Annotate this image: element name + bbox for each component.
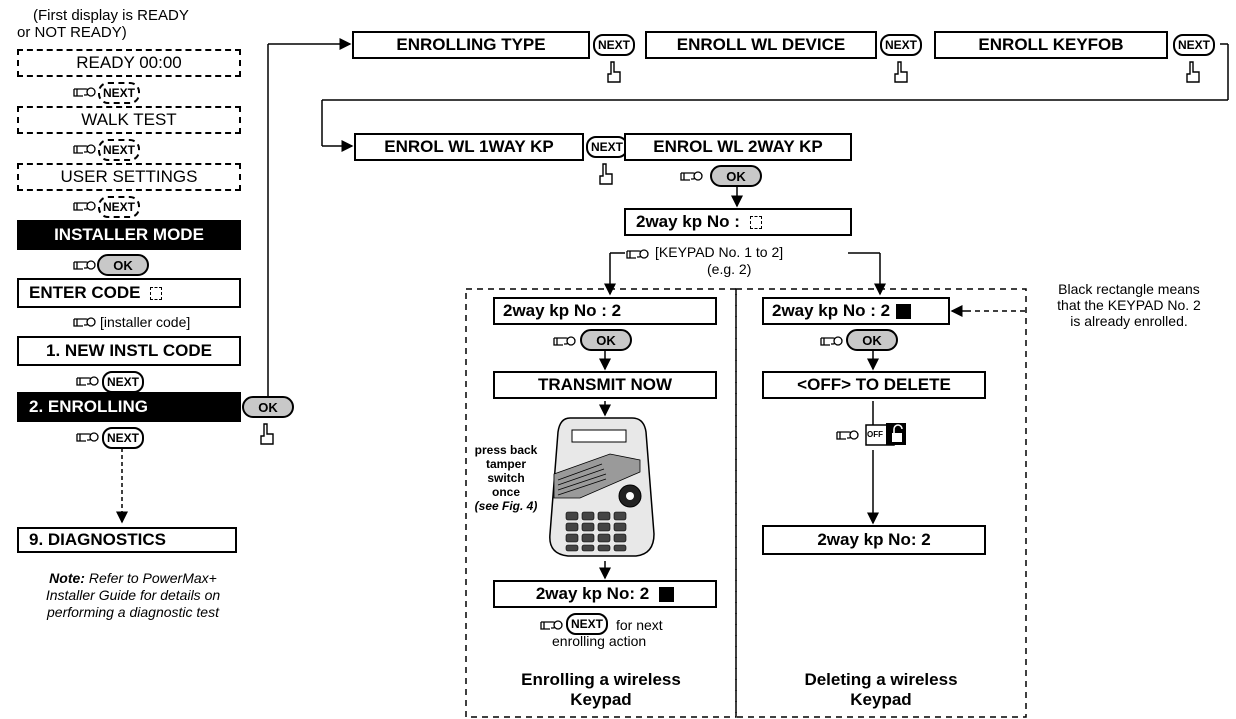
pointing-hand-icon (836, 427, 860, 448)
note-text: Refer to PowerMax+ (88, 570, 217, 586)
enroll-result-display: 2way kp No: 2 (493, 580, 717, 608)
enrolling-type-display: ENROLLING TYPE (352, 31, 590, 59)
kp-prompt-label: 2way kp No : (636, 212, 740, 231)
enrolled-indicator-icon (659, 586, 675, 602)
cursor-icon (749, 215, 762, 229)
off-button-label: OFF (867, 430, 883, 439)
enroll-panel-title-line-1: Enrolling a wireless (521, 670, 681, 689)
example-hint: (e.g. 2) (707, 261, 752, 277)
enroll-result-label: 2way kp No: 2 (535, 584, 650, 603)
walk-test-display: WALK TEST (17, 106, 241, 134)
pressing-finger-icon (892, 60, 910, 91)
enrolled-indicator-icon (896, 303, 912, 319)
keypad-range-hint: [KEYPAD No. 1 to 2] (655, 244, 784, 260)
pointing-hand-icon (680, 168, 704, 189)
next-action-line-2: enrolling action (552, 633, 647, 649)
pressing-finger-icon (597, 162, 615, 193)
ok-button[interactable]: OK (580, 329, 632, 351)
delete-panel-title-line-2: Keypad (850, 690, 912, 709)
cursor-icon (150, 286, 163, 300)
pointing-hand-icon (553, 333, 577, 354)
diagnostics-display: 9. DIAGNOSTICS (17, 527, 237, 553)
next-button[interactable]: NEXT (98, 196, 141, 218)
diagnostics-note-line-2: Installer Guide for details on (45, 587, 221, 603)
diagnostics-note-line-3: performing a diagnostic test (47, 604, 219, 620)
next-button[interactable]: NEXT (98, 139, 141, 161)
intro-line-2: or NOT READY) (17, 24, 127, 41)
next-button[interactable]: NEXT (593, 34, 636, 56)
new-instl-code-display: 1. NEW INSTL CODE (17, 336, 241, 366)
next-button[interactable]: NEXT (1173, 34, 1216, 56)
enter-code-label: ENTER CODE (29, 283, 141, 302)
installer-code-hint: [installer code] (100, 314, 191, 330)
enrol-2way-kp-display: ENROL WL 2WAY KP (624, 133, 852, 161)
see-fig-note: (see Fig. 4) (474, 499, 538, 513)
pointing-hand-icon (76, 373, 100, 394)
enroll-panel-title-line-2: Keypad (570, 690, 632, 709)
next-button[interactable]: NEXT (586, 136, 629, 158)
delete-panel-title-line-1: Deleting a wireless (804, 670, 958, 689)
pressing-finger-icon (258, 422, 276, 453)
next-button[interactable]: NEXT (98, 82, 141, 104)
delete-kp-no-label: 2way kp No : 2 (772, 301, 891, 320)
enroll-wl-device-display: ENROLL WL DEVICE (645, 31, 877, 59)
diagnostics-note: Note: Refer to PowerMax+ (8, 570, 258, 586)
press-note-line-2: tamper (485, 457, 526, 471)
installer-mode-display: INSTALLER MODE (17, 220, 241, 250)
ok-button[interactable]: OK (710, 165, 762, 187)
off-unlock-button[interactable] (864, 421, 908, 452)
next-button[interactable]: NEXT (102, 427, 145, 449)
ok-button[interactable]: OK (242, 396, 294, 418)
next-action-line-1: for next (616, 617, 663, 633)
user-settings-display: USER SETTINGS (17, 163, 241, 191)
ok-button[interactable]: OK (846, 329, 898, 351)
pointing-hand-icon (73, 84, 97, 105)
delete-result-display: 2way kp No: 2 (762, 525, 986, 555)
side-note-line-2: that the KEYPAD No. 2 (1057, 297, 1201, 313)
kp-prompt-display: 2way kp No : (624, 208, 852, 236)
press-note-line-3: switch (487, 471, 525, 485)
enroll-keyfob-display: ENROLL KEYFOB (934, 31, 1168, 59)
pointing-hand-icon (73, 198, 97, 219)
off-to-delete-display: <OFF> TO DELETE (762, 371, 986, 399)
pointing-hand-icon (76, 429, 100, 450)
next-button[interactable]: NEXT (566, 613, 609, 635)
ready-display: READY 00:00 (17, 49, 241, 77)
next-button[interactable]: NEXT (102, 371, 145, 393)
enroll-kp-no-display: 2way kp No : 2 (493, 297, 717, 325)
side-note-line-3: is already enrolled. (1070, 313, 1188, 329)
pressing-finger-icon (1184, 60, 1202, 91)
side-note-line-1: Black rectangle means (1058, 281, 1200, 297)
press-note-line-1: press back (474, 443, 538, 457)
transmit-now-display: TRANSMIT NOW (493, 371, 717, 399)
note-label: Note: (49, 570, 85, 586)
enter-code-display: ENTER CODE (17, 278, 241, 308)
ok-button[interactable]: OK (97, 254, 149, 276)
pointing-hand-icon (73, 314, 97, 335)
pressing-finger-icon (605, 60, 623, 91)
pointing-hand-icon (820, 333, 844, 354)
pointing-hand-icon (73, 257, 97, 278)
enrolling-display: 2. ENROLLING (17, 392, 241, 422)
press-note-line-4: once (491, 485, 520, 499)
delete-kp-no-display: 2way kp No : 2 (762, 297, 950, 325)
enrol-1way-kp-display: ENROL WL 1WAY KP (354, 133, 584, 161)
wireless-keypad-icon (540, 414, 662, 567)
next-button[interactable]: NEXT (880, 34, 923, 56)
pointing-hand-icon (540, 617, 564, 638)
pointing-hand-icon (73, 141, 97, 162)
pointing-hand-icon (626, 246, 650, 267)
intro-line-1: (First display is READY (33, 7, 189, 24)
